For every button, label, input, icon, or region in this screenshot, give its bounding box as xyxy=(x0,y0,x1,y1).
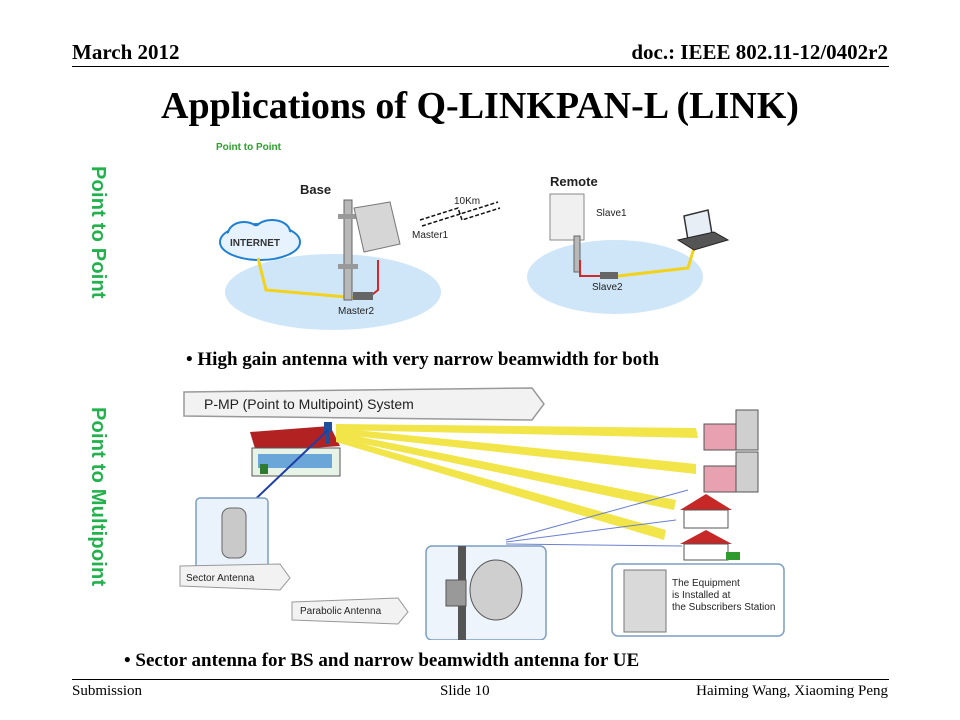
subscriber-house-2 xyxy=(680,530,740,561)
slave2-unit-icon xyxy=(600,272,618,279)
link-beam-4 xyxy=(336,436,666,540)
laptop-icon xyxy=(676,209,730,251)
point-to-point-diagram: Point to Point INTERNET Base Master1 Mas… xyxy=(216,142,730,330)
master1-label: Master1 xyxy=(412,230,449,241)
footer-authors: Haiming Wang, Xiaoming Peng xyxy=(696,683,888,699)
remote-panel-antenna-icon xyxy=(549,193,585,241)
system-label: P-MP (Point to Multipoint) System xyxy=(204,396,414,412)
internet-label: INTERNET xyxy=(230,238,280,249)
link-line-1 xyxy=(505,489,689,541)
link-line-3 xyxy=(505,543,683,547)
distance-label: 10Km xyxy=(454,196,480,207)
sector-antenna-icon xyxy=(195,497,269,573)
point-to-multipoint-diagram: P-MP (Point to Multipoint) System Sector… xyxy=(179,387,785,640)
equipment-label-line2: is Installed at xyxy=(672,590,731,601)
bullet-point-to-point: • High gain antenna with very narrow bea… xyxy=(186,349,660,370)
master2-unit-icon xyxy=(353,292,373,300)
equipment-label-line3: the Subscribers Station xyxy=(672,602,775,613)
base-label: Base xyxy=(300,182,331,197)
footer-slide-number: Slide 10 xyxy=(440,683,490,699)
subscriber-building-1 xyxy=(703,409,759,451)
slave2-label: Slave2 xyxy=(592,282,623,293)
subscriber-building-2 xyxy=(703,451,759,493)
equipment-label-line1: The Equipment xyxy=(672,578,740,589)
header-divider xyxy=(72,66,889,67)
header-doc-id: doc.: IEEE 802.11-12/0402r2 xyxy=(631,40,888,64)
base-mast-icon xyxy=(338,199,358,301)
yellow-cable-remote xyxy=(617,247,696,278)
sector-pointer-arrow xyxy=(243,429,329,511)
bs-antenna-icon xyxy=(324,422,332,444)
sector-label: Sector Antenna xyxy=(186,573,255,584)
parabolic-label-banner xyxy=(291,597,409,625)
link-beam-2 xyxy=(336,428,696,474)
side-label-point-to-multipoint: Point to Multipoint xyxy=(87,407,109,587)
link-beam-1 xyxy=(336,424,698,438)
subscriber-equipment-box xyxy=(611,563,785,637)
remote-label: Remote xyxy=(550,174,598,189)
remote-mast-icon xyxy=(573,235,581,273)
bullet-point-to-point-text: High gain antenna with very narrow beamw… xyxy=(197,349,660,370)
link-line-2 xyxy=(505,519,677,543)
radio-link-bolt-icon xyxy=(419,201,501,227)
parabolic-antenna-icon xyxy=(425,545,547,640)
slide-title: Applications of Q-LINKPAN-L (LINK) xyxy=(161,85,799,127)
internet-cloud-icon xyxy=(219,219,301,261)
parabolic-label: Parabolic Antenna xyxy=(300,606,382,617)
base-panel-antenna-icon xyxy=(353,201,401,253)
master2-label: Master2 xyxy=(338,306,375,317)
sector-label-banner xyxy=(179,563,291,591)
figure1-caption: Point to Point xyxy=(216,142,282,153)
subscriber-house-1 xyxy=(680,494,732,529)
red-cable-remote xyxy=(579,260,600,277)
system-label-banner xyxy=(183,387,545,421)
bullet-point-to-multipoint: • Sector antenna for BS and narrow beamw… xyxy=(124,650,640,671)
footer-divider xyxy=(72,679,889,680)
side-label-point-to-point: Point to Point xyxy=(87,166,109,299)
link-beam-3 xyxy=(336,432,676,510)
slave1-label: Slave1 xyxy=(596,208,627,219)
building-station-icon xyxy=(250,426,341,477)
base-coverage-ellipse xyxy=(225,254,441,330)
wireless-links xyxy=(336,424,698,547)
yellow-cable-internet xyxy=(256,257,359,300)
bullet-point-to-multipoint-text: Sector antenna for BS and narrow beamwid… xyxy=(135,650,640,671)
header-date: March 2012 xyxy=(72,40,180,64)
footer-submission: Submission xyxy=(72,683,143,699)
